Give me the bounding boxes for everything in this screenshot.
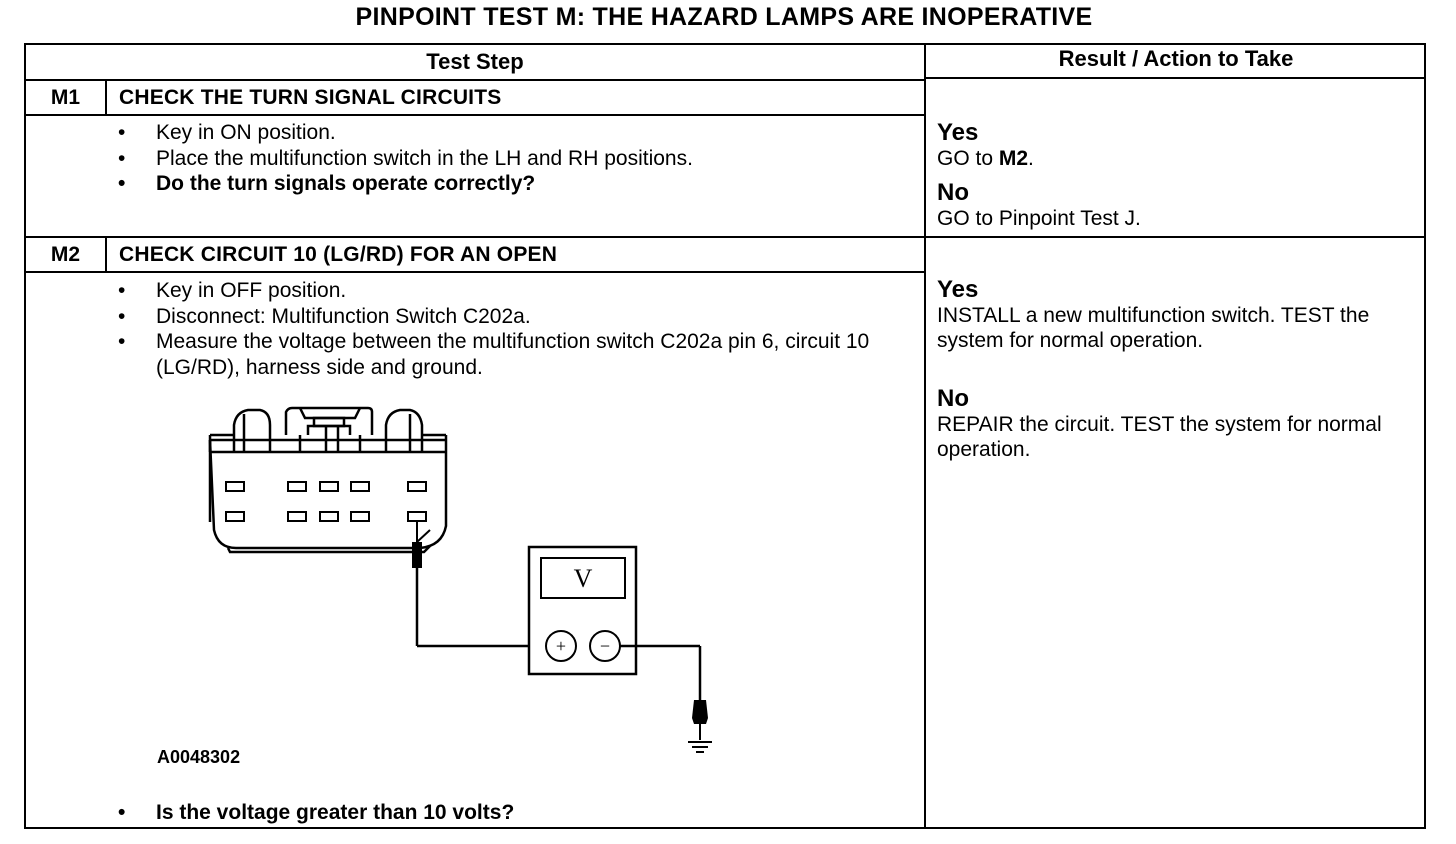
list-item: Key in ON position.: [116, 120, 916, 146]
voltmeter-connector-figure: V + −: [208, 406, 712, 753]
list-item: Key in OFF position.: [116, 278, 896, 304]
header-divider-left: [24, 79, 925, 81]
meter-minus-terminal: −: [600, 636, 610, 656]
step-title-m1: CHECK THE TURN SIGNAL CIRCUITS: [119, 86, 502, 109]
m2-title-divider: [24, 271, 925, 273]
step-id-m1: M1: [50, 86, 81, 109]
m1-m2-divider: [24, 236, 1426, 238]
list-item: Disconnect: Multifunction Switch C202a.: [116, 304, 896, 330]
m1-yes-action-prefix: GO to: [937, 147, 999, 170]
step-title-m2: CHECK CIRCUIT 10 (LG/RD) FOR AN OPEN: [119, 243, 558, 266]
voltmeter: V + −: [527, 545, 638, 676]
ground-icon: [688, 741, 712, 753]
m2-id-divider: [105, 237, 107, 272]
connector-pin-cavities: [225, 481, 427, 522]
meter-plus-terminal: +: [556, 636, 566, 656]
m1-yes-action: GO to M2.: [937, 146, 1417, 171]
m1-id-divider: [105, 80, 107, 115]
m2-no-action: REPAIR the circuit. TEST the system for …: [937, 413, 1382, 461]
header-divider-right: [924, 77, 1426, 79]
m1-results: Yes GO to M2. No GO to Pinpoint Test J.: [937, 120, 1417, 231]
m2-no-label: No: [937, 385, 969, 412]
list-item: Measure the voltage between the multifun…: [116, 329, 896, 380]
list-item: Place the multifunction switch in the LH…: [116, 146, 916, 172]
header-result-action: Result / Action to Take: [1058, 46, 1294, 71]
page-title: PINPOINT TEST M: THE HAZARD LAMPS ARE IN…: [355, 3, 1093, 31]
figure-id: A0048302: [157, 747, 241, 767]
m2-results: Yes INSTALL a new multifunction switch. …: [937, 277, 1417, 462]
m1-title-divider: [24, 114, 925, 116]
step-id-m2: M2: [50, 243, 81, 266]
m2-yes-label: Yes: [937, 276, 979, 303]
negative-lead: [620, 644, 708, 740]
header-test-step: Test Step: [426, 49, 524, 74]
m1-no-action: GO to Pinpoint Test J.: [937, 207, 1141, 230]
connector-c202a: [208, 406, 448, 554]
positive-probe: [412, 521, 545, 648]
m1-yes-action-suffix: .: [1028, 147, 1034, 170]
m1-yes-action-target: M2: [998, 147, 1029, 170]
list-item: Do the turn signals operate correctly?: [116, 171, 916, 197]
m2-final-question: Is the voltage greater than 10 volts?: [116, 800, 896, 826]
m1-bullet-list: Key in ON position. Place the multifunct…: [116, 120, 916, 197]
column-divider: [924, 43, 926, 829]
meter-display-symbol: V: [574, 564, 593, 593]
m1-yes-label: Yes: [937, 119, 979, 146]
pinpoint-test-table: [24, 43, 1426, 829]
m1-no-label: No: [937, 179, 969, 206]
m2-yes-action: INSTALL a new multifunction switch. TEST…: [937, 304, 1370, 352]
m2-bullet-list: Key in OFF position. Disconnect: Multifu…: [116, 278, 896, 380]
list-item: Is the voltage greater than 10 volts?: [116, 800, 896, 826]
